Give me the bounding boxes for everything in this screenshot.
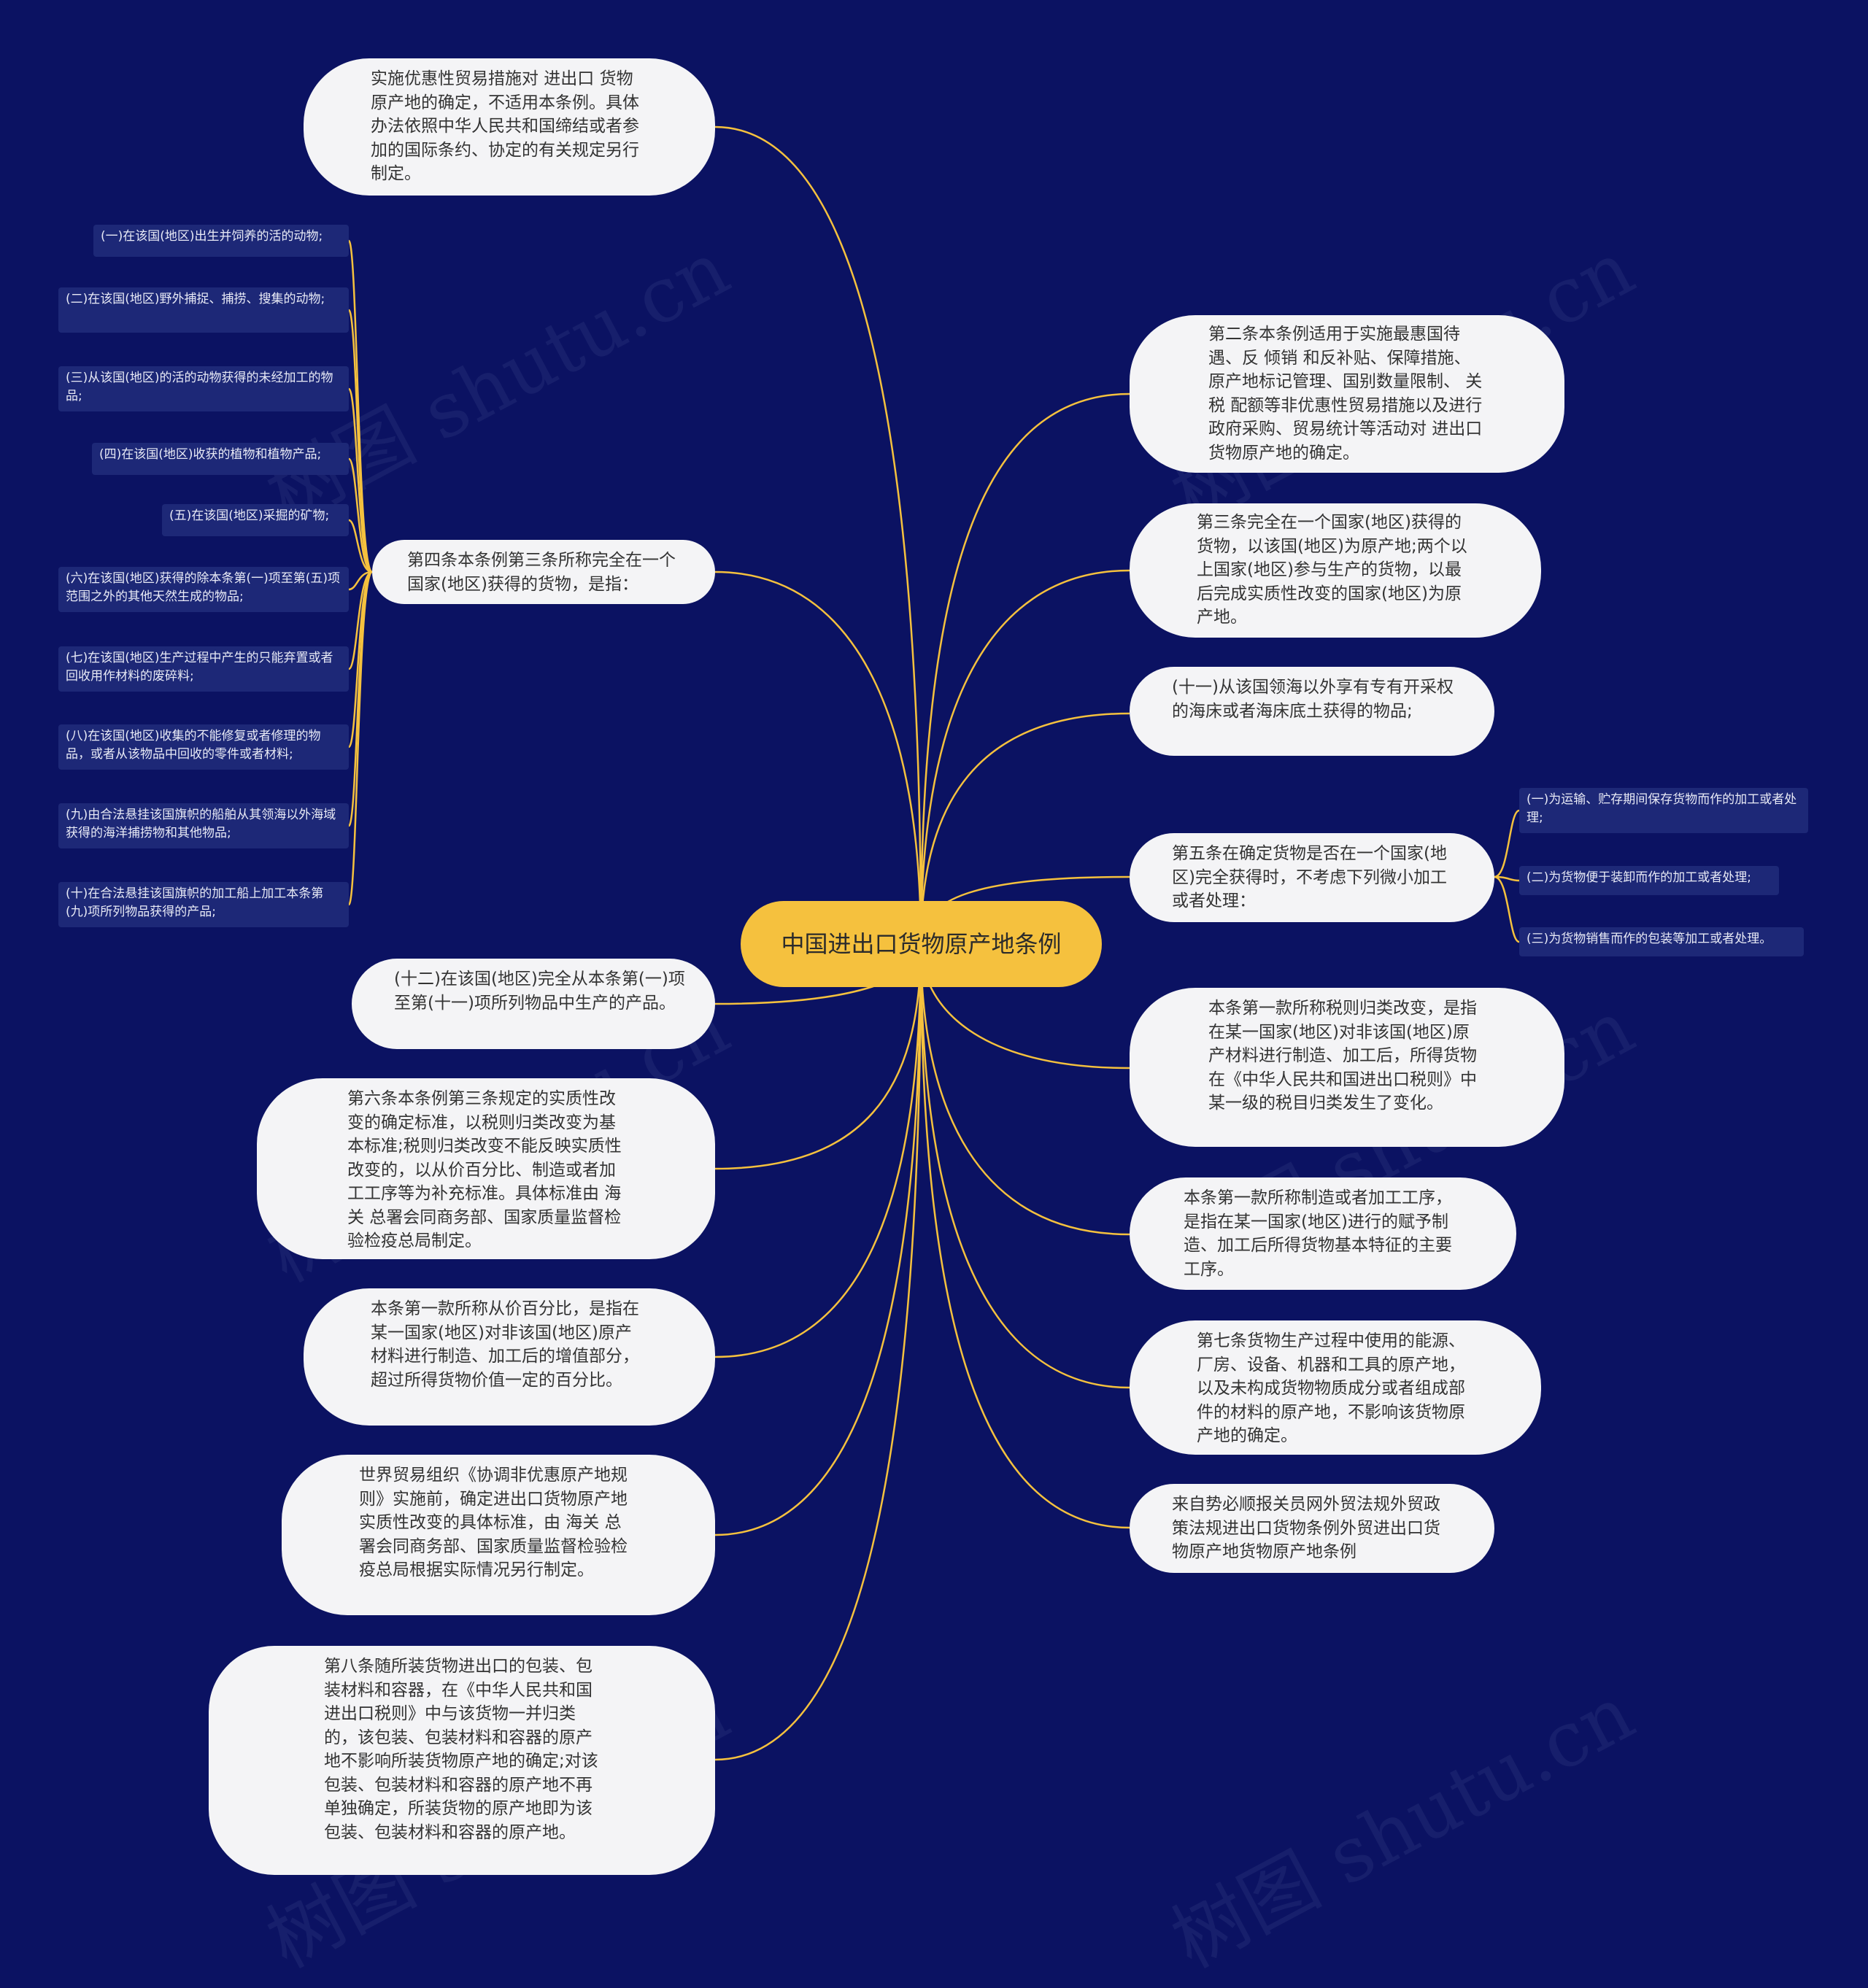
topic-text: 第四条本条例第三条所称完全在一个国家(地区)获得的货物，是指：: [407, 551, 676, 594]
topic-node[interactable]: 本条第一款所称税则归类改变，是指在某一国家(地区)对非该国(地区)原产材料进行制…: [1130, 988, 1564, 1147]
topic-text: 本条第一款所称制造或者加工工序，是指在某一国家(地区)进行的赋予制造、加工后所得…: [1184, 1188, 1452, 1279]
topic-text: 第二条本条例适用于实施最惠国待遇、反 倾销 和反补贴、保障措施、原产地标记管理、…: [1208, 325, 1483, 463]
leaf-item[interactable]: (一)为运输、贮存期间保存货物而作的加工或者处理;: [1519, 788, 1808, 833]
leaf-item[interactable]: (七)在该国(地区)生产过程中产生的只能弃置或者回收用作材料的废碎料;: [58, 646, 349, 692]
leaf-item[interactable]: (五)在该国(地区)采掘的矿物;: [162, 504, 349, 536]
topic-text: 来自势必顺报关员网外贸法规外贸政策法规进出口货物条例外贸进出口货物原产地货物原产…: [1172, 1495, 1440, 1561]
topic-text: 第五条在确定货物是否在一个国家(地区)完全获得时，不考虑下列微小加工或者处理：: [1172, 844, 1447, 910]
leaf-item[interactable]: (八)在该国(地区)收集的不能修复或者修理的物品，或者从该物品中回收的零件或者材…: [58, 724, 349, 770]
leaf-item[interactable]: (四)在该国(地区)收获的植物和植物产品;: [92, 443, 349, 475]
topic-node[interactable]: (十二)在该国(地区)完全从本条第(一)项至第(十一)项所列物品中生产的产品。: [352, 959, 715, 1049]
topic-node[interactable]: 实施优惠性贸易措施对 进出口 货物原产地的确定，不适用本条例。具体办法依照中华人…: [304, 58, 715, 196]
topic-text: (十一)从该国领海以外享有专有开采权的海床或者海床底土获得的物品;: [1172, 678, 1454, 721]
topic-text: 第三条完全在一个国家(地区)获得的货物，以该国(地区)为原产地;两个以上国家(地…: [1197, 513, 1467, 627]
topic-node[interactable]: 第八条随所装货物进出口的包装、包装材料和容器，在《中华人民共和国进出口税则》中与…: [209, 1646, 715, 1875]
topic-text: 世界贸易组织《协调非优惠原产地规则》实施前，确定进出口货物原产地实质性改变的具体…: [359, 1466, 628, 1579]
leaf-item[interactable]: (六)在该国(地区)获得的除本条第(一)项至第(五)项范围之外的其他天然生成的物…: [58, 567, 349, 612]
topic-text: 第七条货物生产过程中使用的能源、厂房、设备、机器和工具的原产地，以及未构成货物物…: [1197, 1331, 1465, 1445]
topic-node[interactable]: 第三条完全在一个国家(地区)获得的货物，以该国(地区)为原产地;两个以上国家(地…: [1130, 503, 1541, 638]
topic-node[interactable]: 本条第一款所称从价百分比，是指在某一国家(地区)对非该国(地区)原产材料进行制造…: [304, 1288, 715, 1426]
topic-node[interactable]: 第二条本条例适用于实施最惠国待遇、反 倾销 和反补贴、保障措施、原产地标记管理、…: [1130, 315, 1564, 473]
topic-text: 第八条随所装货物进出口的包装、包装材料和容器，在《中华人民共和国进出口税则》中与…: [324, 1657, 598, 1842]
leaf-item[interactable]: (三)从该国(地区)的活的动物获得的未经加工的物品;: [58, 366, 349, 411]
leaf-item[interactable]: (三)为货物销售而作的包装等加工或者处理。: [1519, 927, 1804, 956]
topic-node[interactable]: (十一)从该国领海以外享有专有开采权的海床或者海床底土获得的物品;: [1130, 667, 1494, 756]
topic-node[interactable]: 世界贸易组织《协调非优惠原产地规则》实施前，确定进出口货物原产地实质性改变的具体…: [282, 1455, 715, 1615]
topic-node[interactable]: 第四条本条例第三条所称完全在一个国家(地区)获得的货物，是指：: [372, 540, 715, 604]
topic-node[interactable]: 本条第一款所称制造或者加工工序，是指在某一国家(地区)进行的赋予制造、加工后所得…: [1130, 1177, 1516, 1290]
leaf-item[interactable]: (九)由合法悬挂该国旗帜的船舶从其领海以外海域获得的海洋捕捞物和其他物品;: [58, 803, 349, 848]
topic-node[interactable]: 第五条在确定货物是否在一个国家(地区)完全获得时，不考虑下列微小加工或者处理：: [1130, 833, 1494, 922]
leaf-item[interactable]: (十)在合法悬挂该国旗帜的加工船上加工本条第(九)项所列物品获得的产品;: [58, 882, 349, 927]
topic-node[interactable]: 来自势必顺报关员网外贸法规外贸政策法规进出口货物条例外贸进出口货物原产地货物原产…: [1130, 1484, 1494, 1573]
topic-text: 本条第一款所称税则归类改变，是指在某一国家(地区)对非该国(地区)原产材料进行制…: [1208, 999, 1477, 1113]
topic-text: 第六条本条例第三条规定的实质性改变的确定标准，以税则归类改变为基本标准;税则归类…: [347, 1089, 622, 1250]
topic-node[interactable]: 第七条货物生产过程中使用的能源、厂房、设备、机器和工具的原产地，以及未构成货物物…: [1130, 1320, 1541, 1455]
leaf-item[interactable]: (二)为货物便于装卸而作的加工或者处理;: [1519, 866, 1779, 895]
leaf-item[interactable]: (一)在该国(地区)出生并饲养的活的动物;: [93, 225, 349, 257]
topic-node[interactable]: 第六条本条例第三条规定的实质性改变的确定标准，以税则归类改变为基本标准;税则归类…: [257, 1078, 715, 1259]
topic-text: (十二)在该国(地区)完全从本条第(一)项至第(十一)项所列物品中生产的产品。: [394, 970, 685, 1013]
root-topic[interactable]: 中国进出口货物原产地条例: [741, 901, 1102, 987]
topic-text: 本条第一款所称从价百分比，是指在某一国家(地区)对非该国(地区)原产材料进行制造…: [371, 1299, 639, 1390]
topic-text: 实施优惠性贸易措施对 进出口 货物原产地的确定，不适用本条例。具体办法依照中华人…: [371, 69, 639, 183]
leaf-item[interactable]: (二)在该国(地区)野外捕捉、捕捞、搜集的动物;: [58, 287, 349, 333]
